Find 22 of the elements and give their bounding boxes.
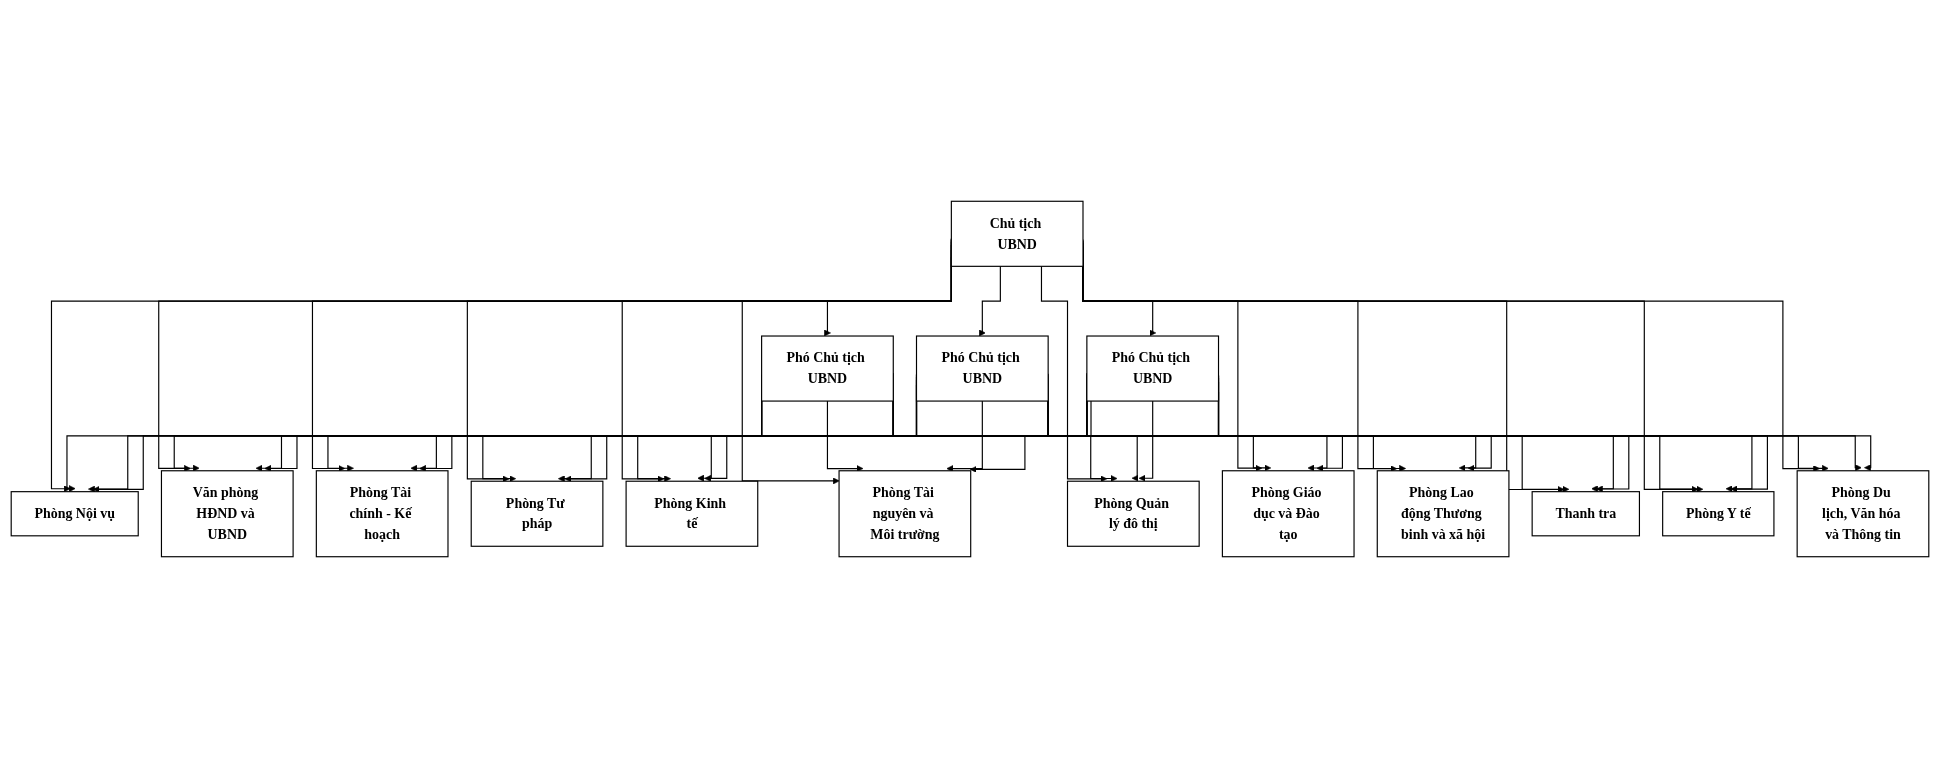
node-box: Phòng Lao động Thương binh và xã hội — [1376, 470, 1509, 558]
node-box: Phó Chủ tịch UBND — [915, 335, 1049, 402]
node-box: Phó Chủ tịch UBND — [1085, 335, 1219, 402]
node-box: Phòng Giáo dục và Đào tạo — [1221, 470, 1355, 558]
node-box: Thanh tra — [1531, 491, 1640, 537]
node-box: Phòng Quản lý đô thị — [1066, 480, 1200, 547]
arrow — [945, 400, 983, 472]
node-box: Phòng Kinh tế — [625, 480, 758, 547]
arrow — [826, 400, 863, 472]
node-box: Phòng Tư pháp — [470, 480, 603, 547]
arrow — [978, 265, 1001, 337]
node-box: Phòng Tài chính - Kế hoạch — [315, 470, 449, 558]
node-box: Văn phòng HĐND và UBND — [160, 470, 294, 558]
node-box: Phòng Du lịch, Văn hóa và Thông tin — [1796, 470, 1929, 558]
arrow — [1138, 400, 1153, 482]
arrow — [1040, 265, 1107, 483]
arrow — [969, 400, 1092, 473]
node-box: Phòng Y tế — [1661, 491, 1774, 537]
node-box: Phòng Tài nguyên và Môi trường — [837, 470, 971, 558]
node-box: Phó Chủ tịch UBND — [760, 335, 894, 402]
node-box: Chủ tịch UBND — [950, 200, 1084, 267]
node-box: Phòng Nội vụ — [10, 491, 139, 537]
